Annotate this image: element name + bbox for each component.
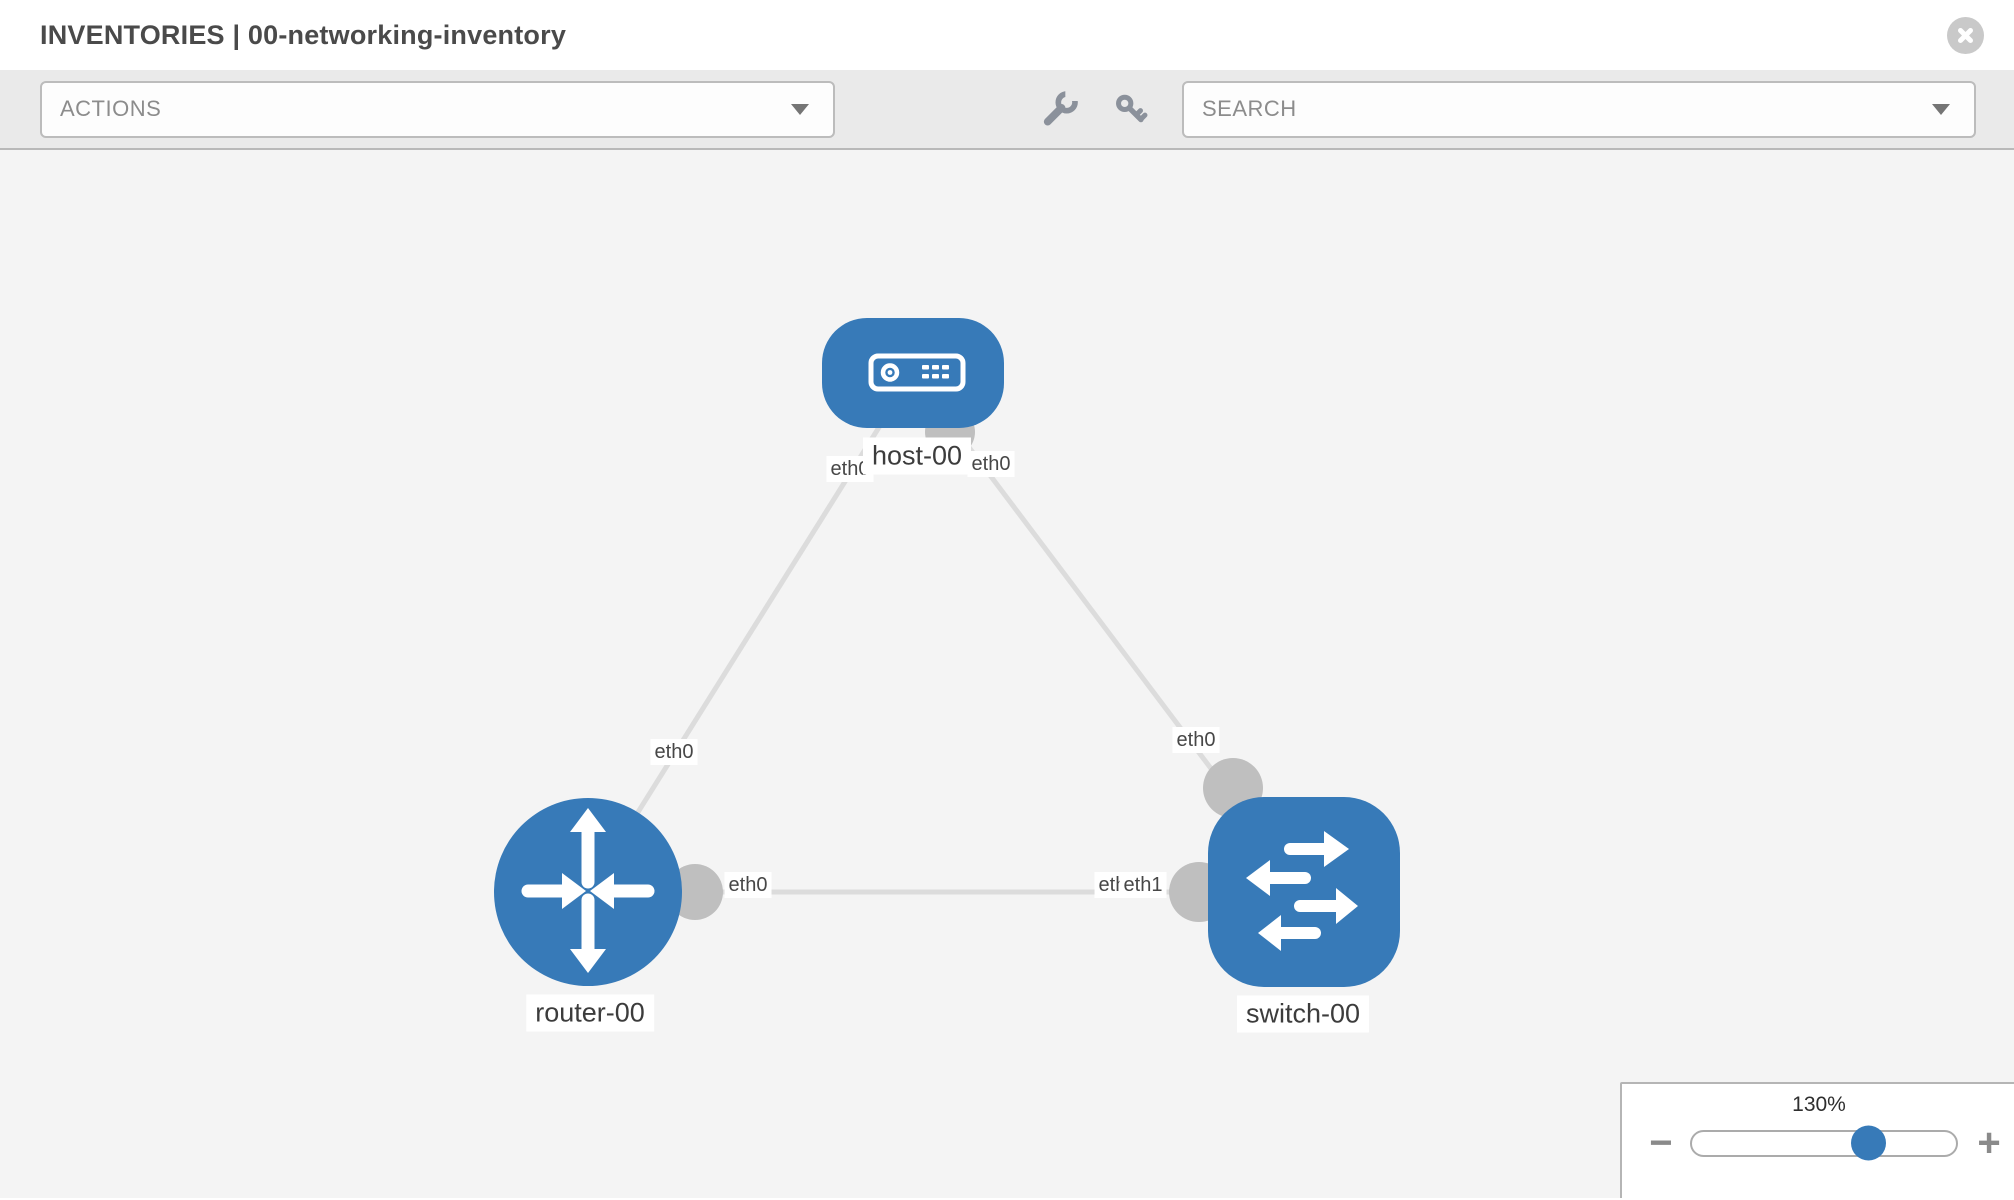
zoom-panel: 130% − + [1620,1082,2014,1198]
key-button[interactable] [1110,87,1154,131]
actions-dropdown-label: ACTIONS [60,96,162,121]
chevron-down-icon [1932,103,1950,115]
header: INVENTORIES | 00-networking-inventory [0,0,2014,70]
node-label-host-00: host-00 [862,437,972,475]
topology-canvas[interactable]: eth0 eth0 eth0 eth0 eth0 eth0 eth1 host-… [0,150,2014,1198]
switch-icon [1246,831,1358,951]
toolbar-tools [1038,87,1154,131]
chevron-down-icon [791,103,809,115]
wrench-icon [1043,90,1080,126]
host-icon [868,353,966,392]
close-button[interactable] [1947,17,1984,54]
iface-label-host-eth0-right: eth0 [967,451,1015,477]
zoom-slider-knob[interactable] [1851,1125,1886,1161]
search-dropdown[interactable]: SEARCH [1182,80,1976,138]
iface-label-router-eth0-right: eth0 [724,872,772,898]
iface-label-router-eth0-top: eth0 [650,739,698,765]
node-router-00[interactable] [494,798,682,986]
interface-connector [667,864,723,920]
node-label-router-00: router-00 [526,994,654,1032]
zoom-slider-track[interactable] [1690,1125,1958,1161]
zoom-in-button[interactable]: + [1972,1123,2006,1163]
iface-label-switch-eth1: eth1 [1119,872,1167,898]
zoom-out-button[interactable]: − [1646,1123,1676,1163]
node-switch-00[interactable] [1208,797,1400,987]
close-icon [1958,28,1973,43]
configure-button[interactable] [1038,87,1082,131]
router-icon [521,808,655,973]
topology-svg [494,318,1400,987]
page-title: INVENTORIES | 00-networking-inventory [40,19,567,50]
search-dropdown-label: SEARCH [1202,96,1297,121]
zoom-level-value: 130% [1792,1093,1846,1116]
iface-label-switch-eth0-top: eth0 [1172,727,1220,753]
toolbar: ACTIONS [0,70,2014,150]
node-label-switch-00: switch-00 [1236,995,1370,1033]
node-host-00[interactable] [822,318,1004,428]
key-icon [1116,94,1148,123]
actions-dropdown[interactable]: ACTIONS [40,80,835,138]
zoom-slider-row: − + [1622,1123,2014,1163]
